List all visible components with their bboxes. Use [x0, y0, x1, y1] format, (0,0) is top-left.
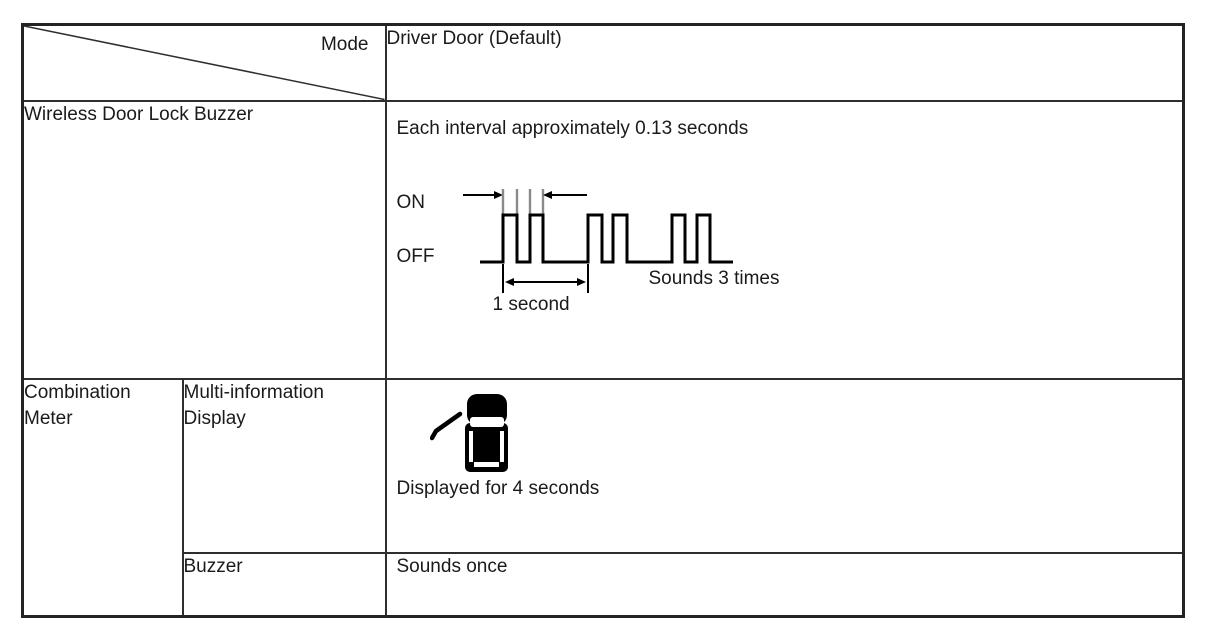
car-driver-door-open-icon: [429, 393, 508, 472]
diagonal-divider-line: [24, 26, 385, 100]
waveform-off-label: OFF: [396, 245, 435, 267]
diagonal-header-cell: Mode: [21, 23, 387, 102]
display-value-cell: Displayed for 4 seconds: [384, 377, 1185, 554]
mode-spec-table: Mode Driver Door (Default) Wireless Door…: [21, 23, 1185, 618]
buzzer-waveform-diagram-icon: [462, 188, 733, 293]
one-second-label: 1 second: [492, 293, 570, 315]
display-duration-caption: Displayed for 4 seconds: [396, 477, 600, 499]
sounds-3-times-label: Sounds 3 times: [648, 267, 780, 289]
wireless-label: Wireless Door Lock Buzzer: [24, 103, 254, 125]
buzzer-label-cell: Buzzer: [181, 551, 387, 618]
buzzer-value: Sounds once: [396, 555, 508, 577]
buzzer-value-cell: Sounds once: [384, 551, 1185, 618]
multi-information-display-label: Multi-information Display: [183, 381, 324, 429]
wireless-label-cell: Wireless Door Lock Buzzer: [21, 99, 387, 380]
corner-mode-label: Mode: [320, 34, 369, 55]
combination-meter-cell: Combination Meter: [21, 377, 184, 618]
wireless-value-cell: Each interval approximately 0.13 seconds…: [384, 99, 1185, 380]
combination-meter-label: Combination Meter: [24, 381, 131, 429]
buzzer-label: Buzzer: [183, 555, 243, 577]
waveform-on-label: ON: [396, 191, 426, 213]
mode-value-cell: Driver Door (Default): [384, 23, 1185, 102]
interval-description: Each interval approximately 0.13 seconds: [396, 117, 749, 139]
mode-value: Driver Door (Default): [386, 28, 562, 49]
multi-information-display-cell: Multi-information Display: [181, 377, 387, 554]
